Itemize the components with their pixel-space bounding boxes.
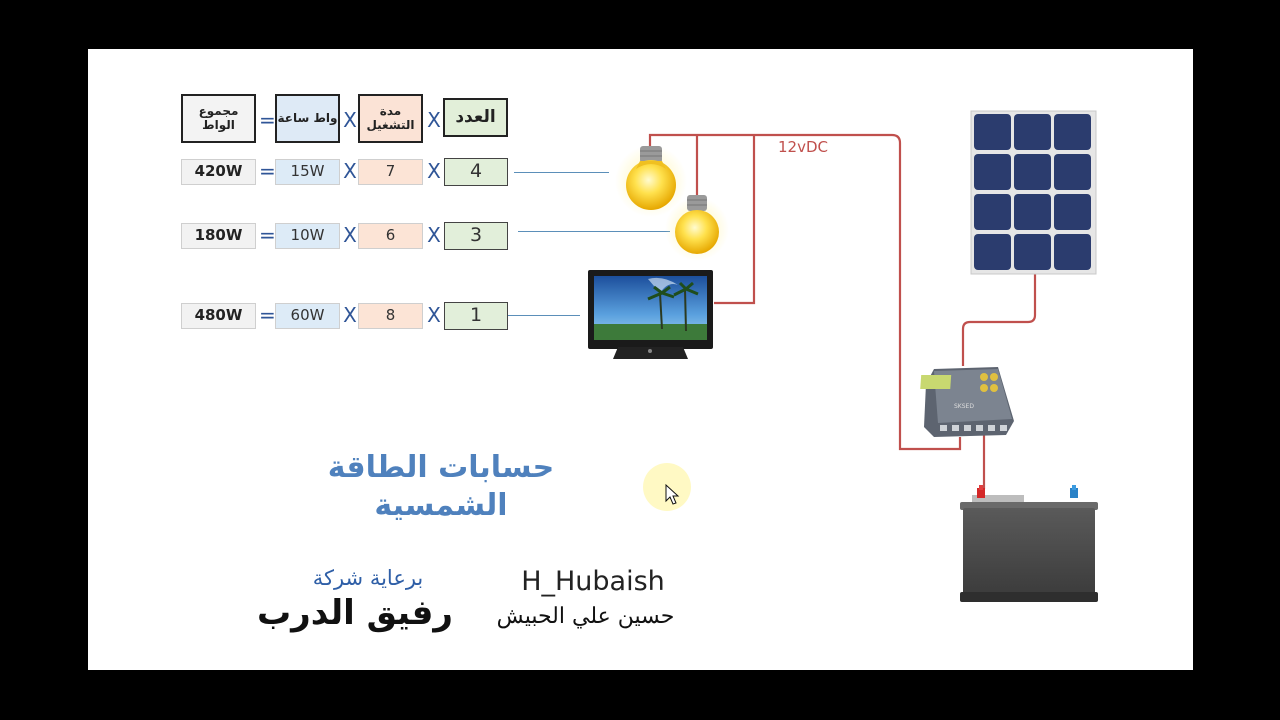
row2-watt: 10W	[275, 223, 340, 249]
equals-sign: =	[259, 108, 276, 132]
header-count: العدد	[443, 98, 508, 137]
company-logo: رفيق الدرب	[257, 593, 453, 633]
author-latin: H_Hubaish	[521, 566, 665, 597]
row3-connector-line	[508, 315, 580, 316]
row3-count: 1	[444, 302, 508, 330]
row1-total: 420W	[181, 159, 256, 185]
equals-sign: =	[259, 159, 276, 183]
sponsor-line: برعاية شركة	[312, 566, 424, 590]
times-sign: X	[427, 159, 441, 183]
row1-duration: 7	[358, 159, 423, 185]
voltage-label: 12vDC	[778, 138, 828, 156]
header-duration: مدة التشغيل	[358, 94, 423, 143]
row2-count: 3	[444, 222, 508, 250]
row1-count: 4	[444, 158, 508, 186]
row3-duration: 8	[358, 303, 423, 329]
light-bulb-icon	[665, 195, 729, 261]
row1-watt: 15W	[275, 159, 340, 185]
circuit-diagram: SKSED	[588, 110, 1098, 602]
times-sign: X	[427, 108, 441, 132]
times-sign: X	[343, 108, 357, 132]
solar-panel-icon	[970, 110, 1097, 275]
header-total-watts: مجموع الواط	[181, 94, 256, 143]
title-line1: حسابات الطاقة	[327, 450, 555, 485]
times-sign: X	[427, 223, 441, 247]
times-sign: X	[343, 303, 357, 327]
header-watt-hour: واط ساعة	[275, 94, 340, 143]
times-sign: X	[427, 303, 441, 327]
charge-controller-icon: SKSED	[920, 367, 1014, 437]
controller-brand: SKSED	[954, 403, 974, 410]
title-line2: الشمسية	[374, 488, 508, 523]
slide: مجموع الواط = واط ساعة X مدة التشغيل X ا…	[88, 49, 1193, 670]
times-sign: X	[343, 223, 357, 247]
mouse-cursor-icon	[643, 463, 691, 511]
light-bulb-icon	[615, 145, 687, 217]
equals-sign: =	[259, 303, 276, 327]
row2-connector-line	[518, 231, 670, 232]
equals-sign: =	[259, 223, 276, 247]
author-arabic: حسين علي الحبيش	[496, 604, 675, 629]
row2-total: 180W	[181, 223, 256, 249]
times-sign: X	[343, 159, 357, 183]
row3-watt: 60W	[275, 303, 340, 329]
tv-icon	[588, 270, 713, 359]
red-wires	[648, 133, 1037, 489]
row2-duration: 6	[358, 223, 423, 249]
battery-icon	[960, 485, 1098, 602]
row1-connector-line	[514, 172, 609, 173]
row3-total: 480W	[181, 303, 256, 329]
